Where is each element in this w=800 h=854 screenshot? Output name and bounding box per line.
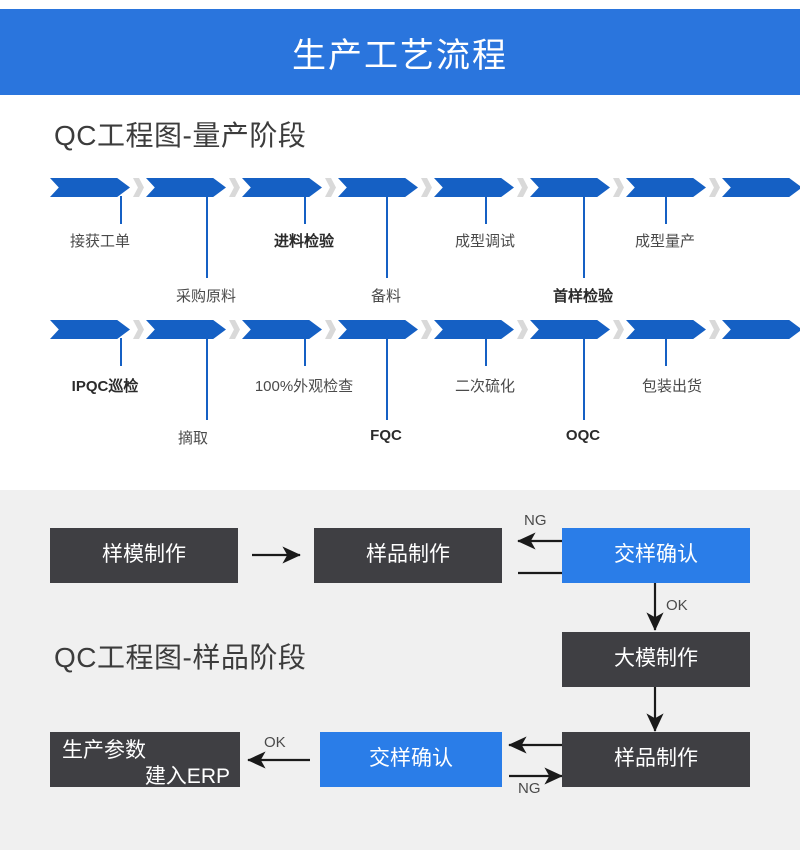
chevron-separator-icon: [133, 320, 144, 339]
chevron-segment: [530, 320, 610, 339]
flow-box-label: 交样确认: [614, 543, 698, 567]
flow-node-label: 首样检验: [552, 288, 614, 305]
flow-box-label: 大模制作: [614, 647, 698, 671]
chevron-segment: [146, 320, 226, 339]
flow-box-label: 样品制作: [366, 543, 450, 567]
flow-box-sample-make-bottom[interactable]: 样品制作: [562, 732, 750, 787]
banner-title: 生产工艺流程: [292, 36, 508, 75]
flow-node-label: OQC: [565, 427, 601, 444]
chevron-segment: [338, 178, 418, 197]
chevron-segment: [50, 178, 130, 197]
flow-node-label: 采购原料: [175, 288, 237, 305]
tick-line: [485, 338, 487, 366]
tick-line: [665, 196, 667, 224]
chevron-segment: [146, 178, 226, 197]
flow-box-label-line1: 生产参数: [62, 739, 146, 762]
chevron-segment: [722, 320, 800, 339]
chevron-separator-icon: [613, 178, 624, 197]
flow-node-label: 包装出货: [641, 378, 703, 395]
chevron-separator-icon: [709, 320, 720, 339]
chevron-separator-icon: [229, 178, 240, 197]
flow-box-label-line2: 建入ERP: [144, 765, 230, 789]
flow-node-label: 进料检验: [273, 233, 335, 250]
chevron-separator-icon: [709, 178, 720, 197]
flow-node-label: 接获工单: [69, 233, 131, 250]
chevron-segment: [50, 320, 130, 339]
flow-box-sample-confirm-bottom[interactable]: 交样确认: [320, 732, 502, 787]
chevron-separator-icon: [229, 320, 240, 339]
tick-line: [665, 338, 667, 366]
flow-box-label: 样模制作: [102, 543, 186, 567]
page-banner: 生产工艺流程: [0, 9, 800, 95]
section-title-sample-stage: QC工程图-样品阶段: [54, 642, 307, 673]
chevron-segment: [530, 178, 610, 197]
tick-line: [120, 338, 122, 366]
chevron-separator-icon: [517, 178, 528, 197]
flow-box-label: 交样确认: [369, 747, 453, 771]
flow-box-big-mold[interactable]: 大模制作: [562, 632, 750, 687]
tick-line: [304, 338, 306, 366]
edge-label-ok-bottom: OK: [264, 734, 286, 751]
tick-line: [583, 338, 585, 420]
chevron-separator-icon: [421, 178, 432, 197]
flow-node-label: 备料: [370, 288, 402, 305]
tick-line: [386, 196, 388, 278]
chevron-separator-icon: [325, 320, 336, 339]
tick-line: [583, 196, 585, 278]
chevron-row-2: [50, 320, 800, 339]
chevron-segment: [626, 320, 706, 339]
edge-label-ng-top: NG: [524, 512, 547, 529]
flow-node-label: FQC: [370, 427, 402, 444]
edge-label-ok-top: OK: [666, 597, 688, 614]
section-title-mass-production: QC工程图-量产阶段: [54, 120, 307, 151]
chevron-separator-icon: [421, 320, 432, 339]
edge-label-ng-bottom: NG: [518, 780, 541, 797]
chevron-separator-icon: [517, 320, 528, 339]
chevron-separator-icon: [133, 178, 144, 197]
flow-box-sample-mold[interactable]: 样模制作: [50, 528, 238, 583]
flow-node-label: IPQC巡检: [71, 378, 139, 395]
flow-node-label: 二次硫化: [454, 378, 516, 395]
chevron-row-1: [50, 178, 800, 197]
flow-box-sample-confirm-top[interactable]: 交样确认: [562, 528, 750, 583]
tick-line: [206, 338, 208, 420]
tick-line: [120, 196, 122, 224]
chevron-separator-icon: [325, 178, 336, 197]
chevron-segment: [626, 178, 706, 197]
chevron-separator-icon: [613, 320, 624, 339]
chevron-segment: [434, 320, 514, 339]
tick-line: [485, 196, 487, 224]
chevron-segment: [242, 320, 322, 339]
tick-line: [304, 196, 306, 224]
flow-box-label: 样品制作: [614, 747, 698, 771]
flow-node-label: 摘取: [177, 430, 209, 447]
flow-node-label: 成型调试: [454, 233, 516, 250]
flow-node-label: 100%外观检查: [254, 378, 354, 395]
flow-box-sample-make-top[interactable]: 样品制作: [314, 528, 502, 583]
flow-node-label: 成型量产: [634, 233, 696, 250]
chevron-segment: [242, 178, 322, 197]
chevron-segment: [434, 178, 514, 197]
chevron-segment: [722, 178, 800, 197]
tick-line: [206, 196, 208, 278]
tick-line: [386, 338, 388, 420]
chevron-segment: [338, 320, 418, 339]
flow-box-erp[interactable]: 生产参数 建入ERP: [50, 732, 240, 789]
